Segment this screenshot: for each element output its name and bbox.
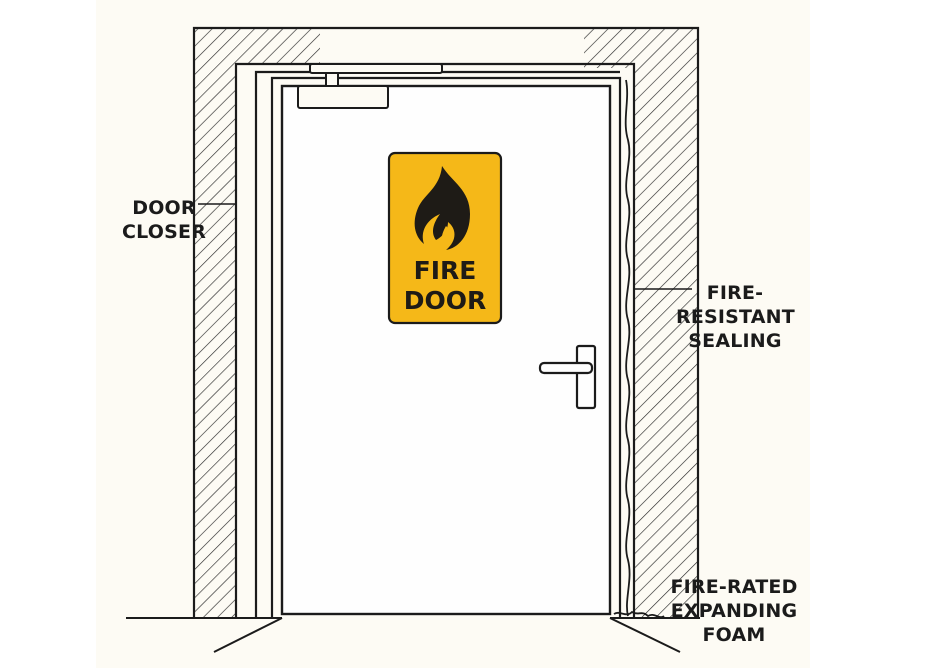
foam-label-line-3: FOAM	[702, 624, 766, 646]
sign-line-1: FIRE	[414, 256, 477, 285]
door-closer-label: DOOR CLOSER	[122, 196, 206, 244]
door-handle	[538, 344, 597, 410]
foam-label-line-1: FIRE-RATED	[670, 576, 798, 598]
expanding-foam	[613, 610, 665, 619]
door-closer-label-line-2: CLOSER	[122, 221, 207, 243]
sealing-label-line-3: SEALING	[688, 330, 782, 352]
flame-icon	[414, 166, 470, 250]
door-closer-label-line-1: DOOR	[132, 197, 196, 219]
door-leaf	[280, 84, 612, 616]
sign-line-2: DOOR	[404, 286, 487, 315]
foam-label-line-2: EXPANDING	[670, 600, 798, 622]
left-wall	[192, 26, 320, 618]
expanding-foam-label: FIRE-RATED EXPANDING FOAM	[668, 575, 800, 647]
leader-lines	[198, 203, 692, 290]
floor	[126, 613, 700, 653]
fire-resistant-sealing-label: FIRE- RESISTANT SEALING	[676, 281, 795, 353]
sealing-label-line-2: RESISTANT	[676, 306, 795, 328]
door-closer	[297, 63, 443, 109]
sealing-label-line-1: FIRE-	[706, 282, 764, 304]
fire-door-sign: FIRE DOOR	[387, 151, 503, 325]
right-wall	[584, 26, 700, 618]
fire-resistant-seal	[624, 79, 631, 617]
